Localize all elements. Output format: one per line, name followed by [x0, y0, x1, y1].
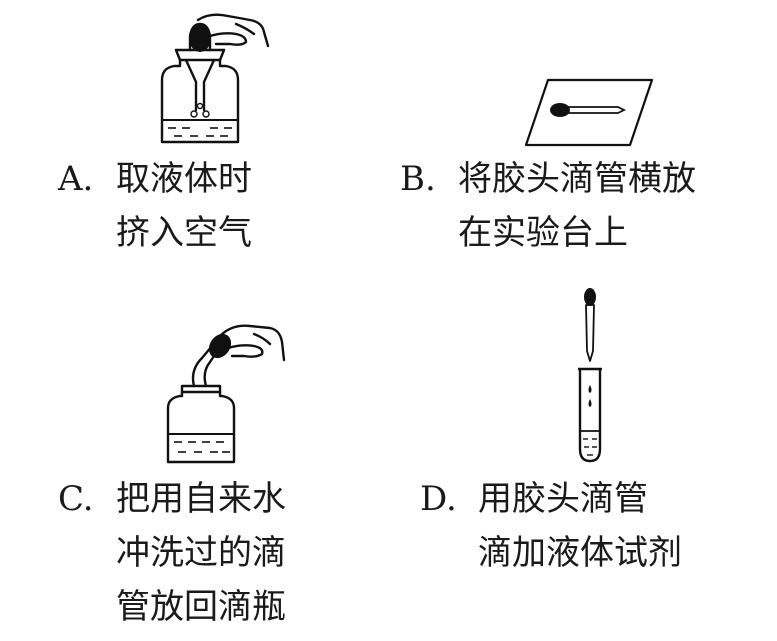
- option-d-caption: D. 用胶头滴管 滴加液体试剂: [420, 472, 682, 580]
- option-b-illustration: [524, 78, 654, 147]
- option-c-illustration: [166, 324, 286, 464]
- option-b-label: B.: [400, 159, 436, 199]
- option-a-line-2: 挤入空气: [116, 213, 252, 253]
- option-c-caption: C. 把用自来水 冲洗过的滴 管放回滴瓶: [58, 472, 286, 634]
- option-b-caption: B. 将胶头滴管横放 在实验台上: [400, 152, 696, 260]
- option-c-label: C.: [58, 479, 94, 519]
- option-d-label: D.: [420, 479, 457, 519]
- option-c-line-3: 管放回滴瓶: [116, 587, 286, 627]
- option-a-illustration: [160, 13, 270, 144]
- option-d-illustration: [578, 288, 602, 463]
- option-a-label: A.: [58, 159, 94, 199]
- option-b-line-1: 将胶头滴管横放: [458, 159, 696, 199]
- option-c-line-1: 把用自来水: [116, 479, 286, 519]
- option-c-line-2: 冲洗过的滴: [116, 533, 286, 573]
- option-d-line-2: 滴加液体试剂: [478, 533, 682, 573]
- option-a-line-1: 取液体时: [116, 159, 252, 199]
- option-d-line-1: 用胶头滴管: [478, 479, 648, 519]
- option-a-caption: A. 取液体时 挤入空气: [58, 152, 252, 260]
- option-b-line-2: 在实验台上: [458, 213, 628, 253]
